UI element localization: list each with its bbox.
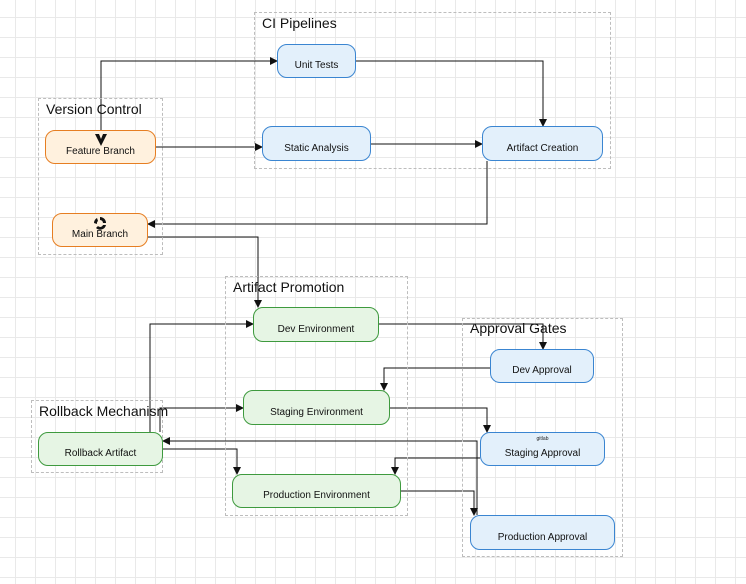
edge-rollback-artifact-to-staging-env bbox=[159, 404, 244, 432]
edge-staging-approval-to-production-env bbox=[391, 457, 480, 475]
node-staging-environment[interactable]: Staging Environment bbox=[243, 390, 390, 425]
edge-artifact-creation-to-main-branch bbox=[147, 161, 488, 228]
node-label: Main Branch bbox=[71, 229, 129, 240]
node-dev-approval[interactable]: Dev Approval bbox=[490, 349, 594, 383]
group-title-artifact-promotion: Artifact Promotion bbox=[233, 279, 345, 295]
node-feature-branch[interactable]: Feature Branch bbox=[45, 130, 156, 164]
group-rollback-mechanism bbox=[31, 400, 163, 473]
node-label: Feature Branch bbox=[66, 146, 135, 157]
edge-production-approval-to-rollback-artifact bbox=[162, 437, 478, 515]
edge-rollback-artifact-to-production-env bbox=[163, 448, 241, 475]
node-label: Dev Approval bbox=[512, 365, 572, 376]
node-label: Production Environment bbox=[263, 490, 370, 501]
group-artifact-promotion bbox=[225, 276, 408, 516]
group-version-control bbox=[38, 98, 163, 255]
node-label: Static Analysis bbox=[284, 143, 349, 154]
node-artifact-creation[interactable]: Artifact Creation bbox=[482, 126, 603, 161]
node-label: Staging Approval bbox=[504, 448, 581, 459]
group-title-approval-gates: Approval Gates bbox=[470, 320, 567, 336]
edge-dev-approval-to-staging-env bbox=[380, 367, 490, 391]
node-label: Rollback Artifact bbox=[64, 448, 137, 459]
gitlab-icon: gitlab bbox=[536, 436, 549, 442]
edge-dev-env-to-dev-approval bbox=[379, 323, 547, 350]
node-dev-environment[interactable]: Dev Environment bbox=[253, 307, 379, 342]
node-label: Unit Tests bbox=[294, 60, 339, 71]
node-label: Artifact Creation bbox=[506, 143, 579, 154]
edge-rollback-artifact-to-dev-env bbox=[149, 320, 254, 432]
edge-main-branch-to-dev-env bbox=[148, 236, 262, 308]
node-label: Production Approval bbox=[497, 532, 588, 543]
group-title-ci-pipelines: CI Pipelines bbox=[262, 15, 337, 31]
group-title-rollback-mechanism: Rollback Mechanism bbox=[39, 403, 169, 419]
group-title-version-control: Version Control bbox=[46, 101, 142, 117]
node-rollback-artifact[interactable]: Rollback Artifact bbox=[38, 432, 163, 466]
edge-feature-branch-to-unit-tests bbox=[100, 57, 278, 130]
group-ci-pipelines bbox=[254, 12, 611, 169]
node-unit-tests[interactable]: Unit Tests bbox=[277, 44, 356, 78]
node-static-analysis[interactable]: Static Analysis bbox=[262, 126, 371, 161]
edge-staging-env-to-staging-approval bbox=[390, 407, 491, 433]
node-label: Staging Environment bbox=[270, 407, 363, 418]
node-staging-approval[interactable]: gitlab Staging Approval bbox=[480, 432, 605, 466]
edge-production-env-to-production-approval bbox=[401, 490, 478, 516]
node-production-environment[interactable]: Production Environment bbox=[232, 474, 401, 508]
node-main-branch[interactable]: Main Branch bbox=[52, 213, 148, 247]
sync-icon bbox=[93, 216, 107, 230]
group-approval-gates bbox=[462, 318, 623, 557]
node-production-approval[interactable]: Production Approval bbox=[470, 515, 615, 550]
node-label: Dev Environment bbox=[277, 324, 355, 335]
branch-icon bbox=[94, 133, 108, 147]
edge-unit-tests-to-artifact-creation bbox=[356, 60, 547, 127]
